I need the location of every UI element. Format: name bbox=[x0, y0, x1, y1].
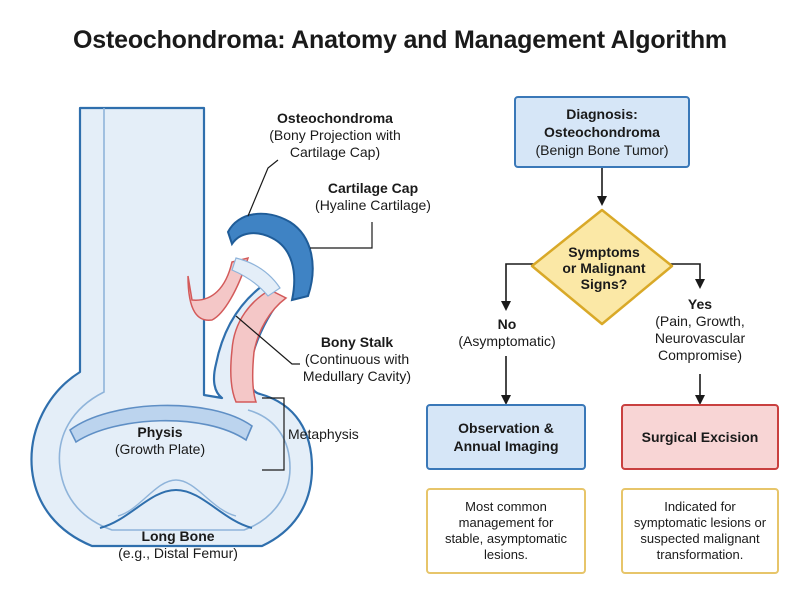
observation-note: Most common management for stable, asymp… bbox=[426, 488, 586, 574]
page-title: Osteochondroma: Anatomy and Management A… bbox=[73, 26, 727, 54]
decision-diamond bbox=[530, 208, 674, 326]
label-metaphysis: Metaphysis bbox=[288, 426, 359, 442]
decision-text: Symptoms or Malignant Signs? bbox=[562, 244, 646, 292]
leader-osteochondroma bbox=[247, 159, 279, 217]
label-cartilage-cap: Cartilage Cap (Hyaline Cartilage) bbox=[315, 180, 431, 213]
label-long-bone: Long Bone (e.g., Distal Femur) bbox=[118, 528, 238, 561]
surgery-box: Surgical Excision bbox=[621, 404, 779, 470]
label-bony-stalk: Bony Stalk (Continuous with Medullary Ca… bbox=[302, 334, 412, 384]
metaphysis-bracket bbox=[262, 397, 285, 471]
bone-notch-inner bbox=[117, 479, 237, 517]
observation-box: Observation & Annual Imaging bbox=[426, 404, 586, 470]
flow-connectors bbox=[501, 168, 705, 405]
diagnosis-box: Diagnosis: Osteochondroma (Benign Bone T… bbox=[514, 96, 690, 168]
line-yes-branch bbox=[670, 263, 705, 289]
surgery-note: Indicated for symptomatic lesions or sus… bbox=[621, 488, 779, 574]
leader-cartilage-cap bbox=[310, 222, 373, 249]
label-no-branch: No (Asymptomatic) bbox=[458, 316, 556, 349]
cartilage-cap bbox=[226, 212, 314, 302]
line-no-branch bbox=[501, 263, 534, 311]
label-osteochondroma: Osteochondroma (Bony Projection with Car… bbox=[269, 110, 401, 160]
bony-stalk bbox=[230, 289, 288, 403]
leader-bony-stalk bbox=[235, 315, 300, 365]
stalk-cortex bbox=[187, 256, 250, 321]
label-physis: Physis (Growth Plate) bbox=[114, 424, 206, 457]
leader-lines bbox=[235, 159, 373, 471]
bone-inner bbox=[58, 108, 291, 531]
long-bone-illustration bbox=[30, 106, 314, 548]
stalk-neck bbox=[231, 257, 281, 297]
physis bbox=[68, 404, 253, 444]
label-yes-branch: Yes (Pain, Growth, Neurovascular Comprom… bbox=[654, 296, 746, 363]
bone-notch bbox=[99, 488, 253, 529]
